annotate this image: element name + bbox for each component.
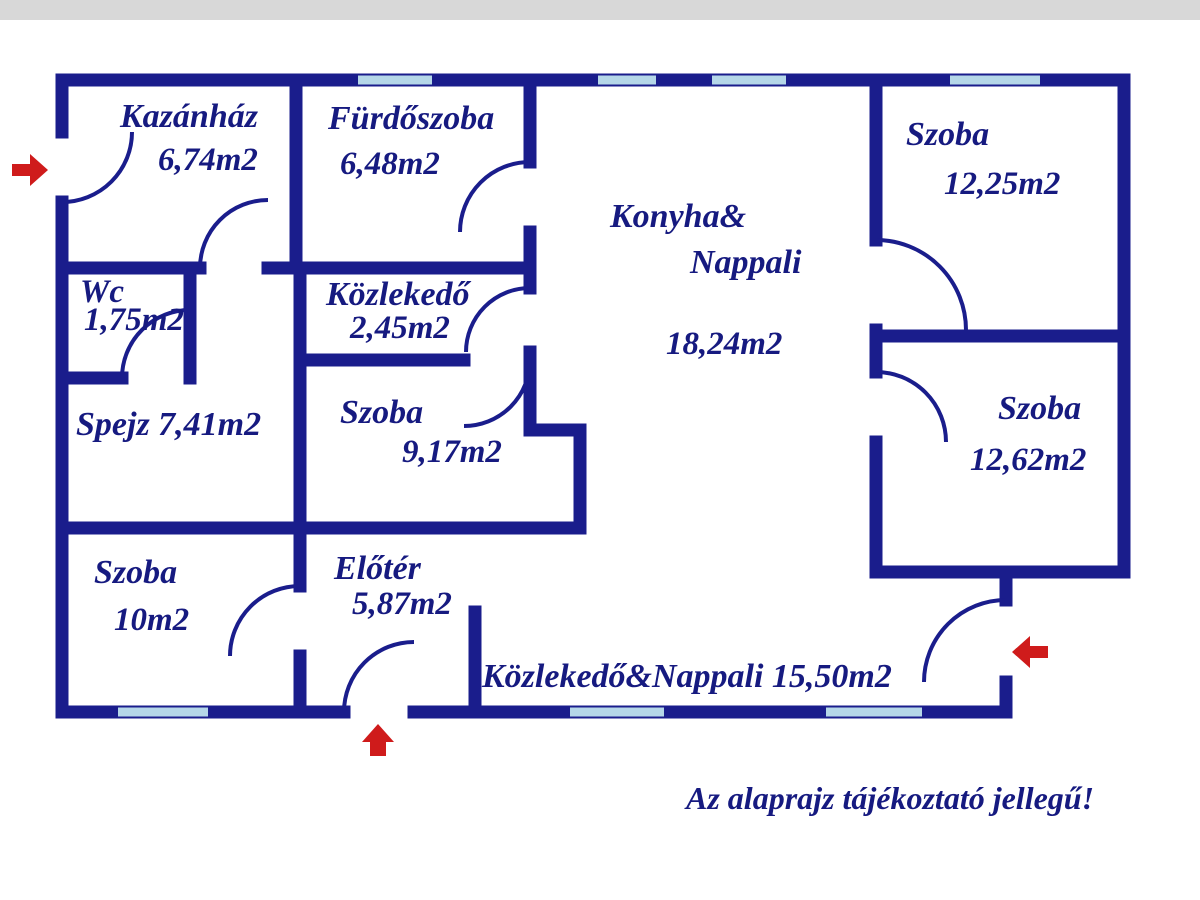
room-label-szoba-tr-name: Szoba [906, 116, 990, 153]
windows-group [118, 75, 1040, 717]
room-label-szoba-mid-area: 9,17m2 [402, 434, 502, 470]
room-label-kazanhaz-name: Kazánház [120, 98, 258, 135]
walls-group [55, 73, 1131, 719]
room-label-furdoszoba-area: 6,48m2 [340, 146, 440, 182]
top-gray-strip [0, 0, 1200, 20]
room-label-szoba-r-name: Szoba [998, 390, 1082, 427]
room-label-wc-name: Wc [80, 274, 124, 310]
room-label-folyoso: Közlekedő&Nappali 15,50m2 [482, 658, 892, 695]
room-label-spejz: Spejz 7,41m2 [76, 406, 262, 443]
room-label-kozlekedo-area: 2,45m2 [350, 310, 450, 346]
room-label-szoba-mid-name: Szoba [340, 394, 424, 431]
interior-wall [55, 73, 1131, 719]
disclaimer-text: Az alaprajz tájékoztató jellegű! [686, 780, 1095, 816]
room-label-konyha-line1: Konyha& [610, 198, 747, 235]
room-label-szoba-tr-area: 12,25m2 [944, 166, 1061, 202]
entrance-arrow-bottom [362, 724, 394, 756]
entrance-arrows-group [12, 154, 1048, 756]
room-label-kozlekedo-name: Közlekedő [326, 276, 470, 313]
room-label-konyha-area: 18,24m2 [666, 326, 783, 362]
room-label-kazanhaz-area: 6,74m2 [158, 142, 258, 178]
entrance-arrow-right [1012, 636, 1048, 668]
room-label-szoba-bl-area: 10m2 [114, 602, 190, 638]
door-arc [61, 131, 1007, 713]
room-label-konyha-line2: Nappali [690, 244, 802, 281]
window-segment [118, 75, 1040, 717]
room-label-szoba-r-area: 12,62m2 [970, 442, 1087, 478]
room-label-wc-area: 1,75m2 [84, 302, 184, 338]
door-arcs-group [61, 131, 1007, 713]
room-label-eloter-name: Előtér [334, 550, 421, 587]
room-label-szoba-bl-name: Szoba [94, 554, 178, 591]
entrance-arrow-left [12, 154, 48, 186]
room-label-eloter-area: 5,87m2 [352, 586, 452, 622]
room-label-furdoszoba-name: Fürdőszoba [328, 100, 495, 137]
